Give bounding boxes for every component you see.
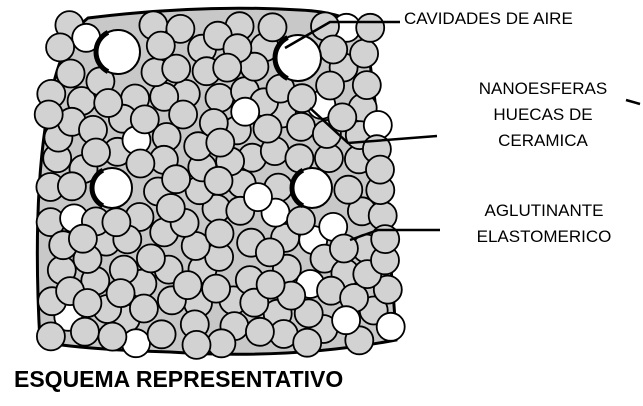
nanosphere [355,12,386,43]
nanosphere [372,274,403,305]
nanosphere [204,218,235,249]
nanosphere [97,321,128,352]
nanosphere [287,83,317,114]
nanosphere [128,293,159,324]
nanosphere [129,104,160,135]
label-nanospheres-line-2: HUECAS DE [493,105,593,124]
nanosphere [333,174,364,205]
nanosphere [201,273,232,304]
nanosphere [328,233,359,264]
nanosphere [351,70,382,100]
nanosphere [172,270,203,301]
hollow-nanosphere [331,305,362,336]
nanosphere [205,127,236,158]
nanosphere [203,165,234,196]
leader-arrow-tail [625,98,641,106]
nanosphere [286,205,316,236]
nanosphere [204,83,235,113]
nanosphere [286,111,316,142]
nanosphere [135,243,166,274]
nanosphere [161,164,192,195]
hollow-nanosphere [243,182,273,213]
nanosphere [81,137,111,168]
nanosphere [45,32,75,63]
nanosphere [161,53,192,84]
nanosphere [93,88,124,118]
label-nanospheres-line-3: CERAMICA [498,131,588,150]
hollow-nanosphere [230,96,261,127]
nanosphere [318,34,349,65]
nanosphere [327,102,358,133]
air-cavity-rim-3 [89,167,105,209]
nanosphere [125,148,156,179]
nanosphere [315,70,346,101]
nanosphere [165,13,196,44]
nanosphere [370,224,401,255]
leader-line-nanospheres [309,107,438,145]
air-cavity-rim-1 [93,30,110,74]
air-cavity-group [89,29,333,209]
nanosphere [168,99,199,130]
hollow-nanosphere [375,311,406,342]
nanosphere [292,327,323,358]
ceramic-sphere-group [33,10,406,360]
nanosphere [349,38,380,69]
nanosphere [36,321,66,352]
nanosphere [101,207,132,238]
nanosphere [70,316,100,347]
label-nanospheres-line-1: NANOESFERAS [478,79,608,98]
nanosphere [68,223,98,254]
nanosphere [257,12,288,43]
leader-line-binder [349,228,440,242]
label-hollow-ceramic-nanospheres: NANOESFERAS HUECAS DE CERAMICA [448,76,638,154]
nanosphere [155,193,186,223]
diagram-caption: ESQUEMA REPRESENTATIVO [14,366,344,392]
nanosphere [212,52,243,83]
label-air-cavities: CAVIDADES DE AIRE [404,9,573,28]
nanosphere [255,269,286,300]
nanosphere [33,99,64,130]
leader-line-group [284,20,641,242]
nanosphere [252,113,283,144]
nanosphere [181,329,212,360]
nanosphere [55,58,86,89]
label-elastomeric-binder: AGLUTINANTE ELASTOMERICO [446,198,642,250]
nanosphere [145,30,176,61]
nanosphere [146,319,177,350]
nanosphere [206,328,237,359]
air-cavity-rim-4 [289,167,305,209]
nanosphere [244,316,275,347]
nanosphere [254,237,285,268]
nanosphere [293,298,324,329]
nanosphere [57,171,87,202]
nanosphere [365,154,395,185]
nanosphere [105,278,136,309]
air-cavity-rim-2 [272,35,289,81]
label-binder-line-1: AGLUTINANTE [484,201,604,220]
leader-line-cavities [284,20,400,50]
label-binder-line-2: ELASTOMERICO [476,227,612,246]
nanosphere [72,288,103,318]
